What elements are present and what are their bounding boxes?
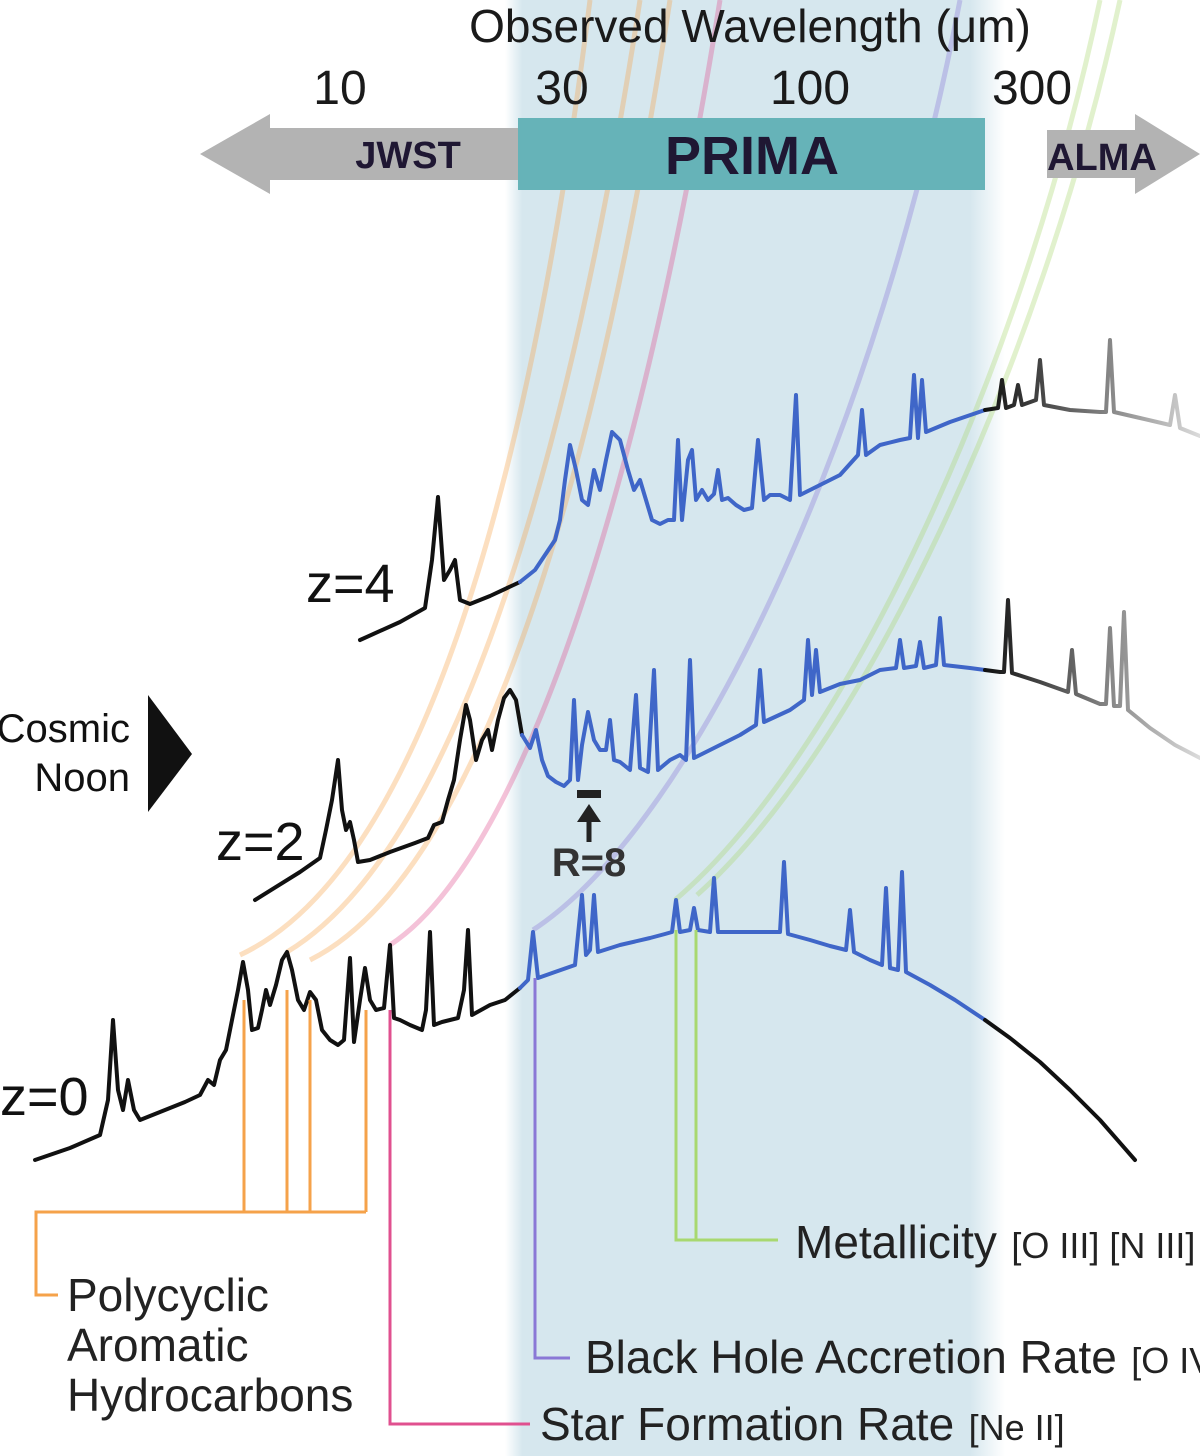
sfr-leader — [388, 1010, 530, 1426]
metallicity-name: Metallicity — [795, 1216, 997, 1268]
z2-label: z=2 — [216, 812, 305, 872]
cosmic-noon-arrow-icon — [148, 695, 192, 812]
tick-label: 300 — [992, 62, 1072, 115]
tick-label: 10 — [313, 62, 366, 115]
resolution-bar — [577, 790, 601, 798]
spectrum-z2-prima — [520, 616, 987, 788]
prima-bar — [518, 118, 985, 190]
metallicity-leader — [674, 930, 778, 1242]
alma-label: ALMA — [1047, 137, 1157, 179]
spectrum-z0-left — [33, 928, 522, 1162]
cosmic-noon-line1: Cosmic — [0, 707, 130, 751]
spectrum-z0 — [33, 860, 1137, 1162]
jwst-label: JWST — [355, 135, 461, 177]
sfr-name: Star Formation Rate — [540, 1398, 954, 1450]
spectrum-z2 — [253, 598, 1200, 902]
pah-leader — [34, 990, 368, 1297]
metallicity-lines: [O III] [N III] — [1011, 1225, 1195, 1266]
tick-label: 30 — [535, 62, 588, 115]
alma-arrow — [1047, 114, 1200, 194]
cosmic-noon-line2: Noon — [34, 756, 130, 800]
z0-label: z=0 — [0, 1067, 89, 1127]
spectrum-z4-prima — [518, 373, 987, 584]
spectrum-z2-right — [983, 598, 1200, 760]
sfr-lines: [Ne II] — [969, 1407, 1065, 1448]
resolution-label: R=8 — [552, 841, 627, 885]
jwst-arrow — [200, 114, 555, 194]
pah-track-2 — [285, 0, 643, 955]
prima-coverage-band — [505, 0, 1005, 1456]
metallicity-label: Metallicity [O III] [N III] — [795, 1216, 1195, 1268]
spectrum-z4 — [358, 338, 1200, 642]
up-arrow-icon — [577, 804, 601, 822]
z4-label: z=4 — [306, 554, 395, 614]
sfr-track — [388, 0, 723, 948]
spectrum-z4-right — [983, 338, 1200, 438]
bhar-lines: [O IV] — [1131, 1340, 1200, 1381]
sfr-label: Star Formation Rate [Ne II] — [540, 1398, 1065, 1450]
bhar-leader — [533, 978, 570, 1360]
resolution-marker: R=8 — [552, 790, 627, 885]
axis-title: Observed Wavelength (μm) — [469, 0, 1031, 52]
pah-label-line3: Hydrocarbons — [67, 1369, 353, 1421]
spectrum-z0-right — [983, 1018, 1137, 1162]
prima-label: PRIMA — [665, 126, 839, 186]
bhar-name: Black Hole Accretion Rate — [585, 1331, 1117, 1383]
pah-track — [238, 0, 593, 958]
spectrum-z4-left — [358, 495, 522, 642]
sfr-track-2 — [308, 0, 673, 963]
tick-label: 100 — [770, 62, 850, 115]
bhar-label: Black Hole Accretion Rate [O IV] — [585, 1331, 1200, 1383]
spectrum-z2-left — [253, 688, 524, 902]
pah-label-line2: Aromatic — [67, 1319, 248, 1371]
pah-label-line1: Polycyclic — [67, 1269, 269, 1321]
spectrum-z0-prima — [518, 860, 987, 1022]
